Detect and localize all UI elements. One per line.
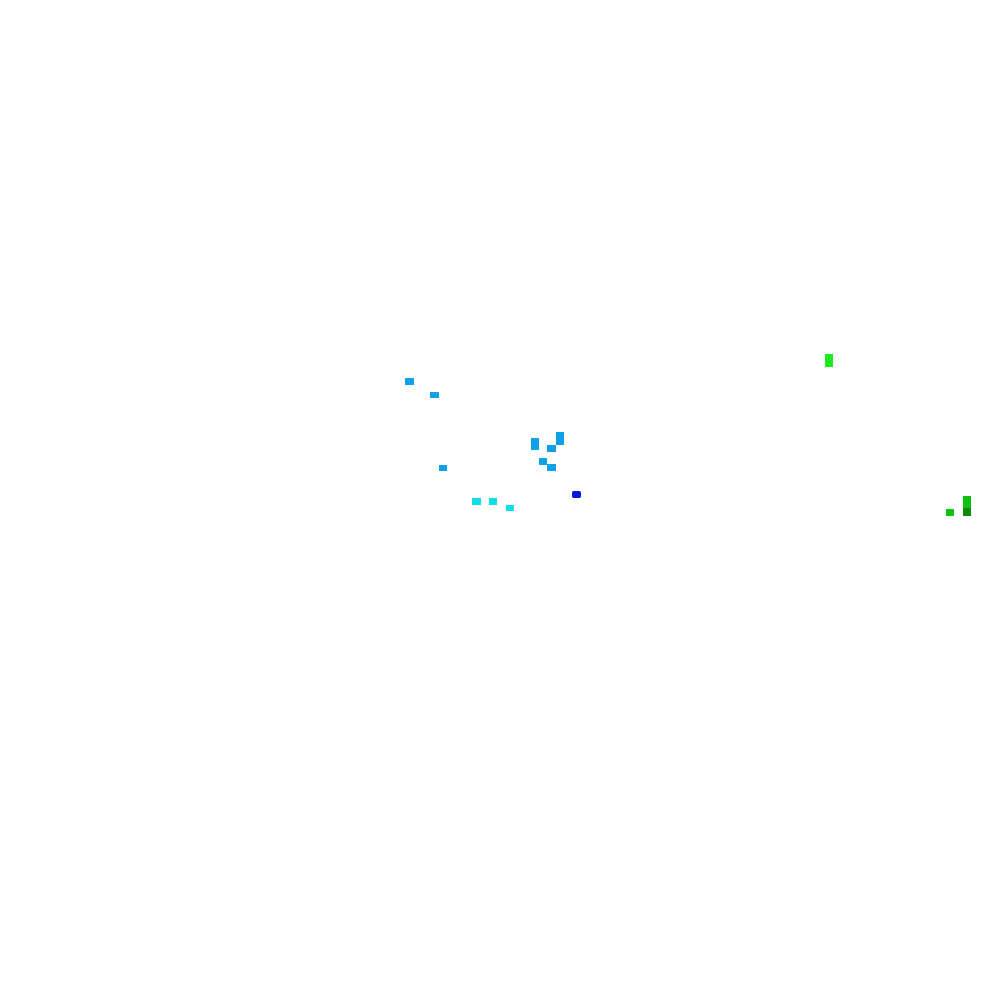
sky-blue-pixel xyxy=(556,432,564,445)
sky-blue-pixel xyxy=(531,438,539,450)
sky-blue-pixel xyxy=(547,464,556,471)
sky-blue-pixel xyxy=(430,392,439,398)
sky-blue-pixel xyxy=(539,458,547,465)
cyan-pixel xyxy=(506,505,514,511)
sky-blue-pixel xyxy=(439,465,447,471)
dark-green-pixel xyxy=(963,508,971,516)
sky-blue-pixel xyxy=(405,378,414,385)
bright-green-pixel xyxy=(825,354,833,367)
sky-blue-pixel xyxy=(547,445,556,452)
blue-pixel xyxy=(572,491,581,498)
green-pixel xyxy=(963,496,971,508)
cyan-pixel xyxy=(472,498,481,505)
green-pixel xyxy=(946,509,954,516)
cyan-pixel xyxy=(489,498,497,505)
